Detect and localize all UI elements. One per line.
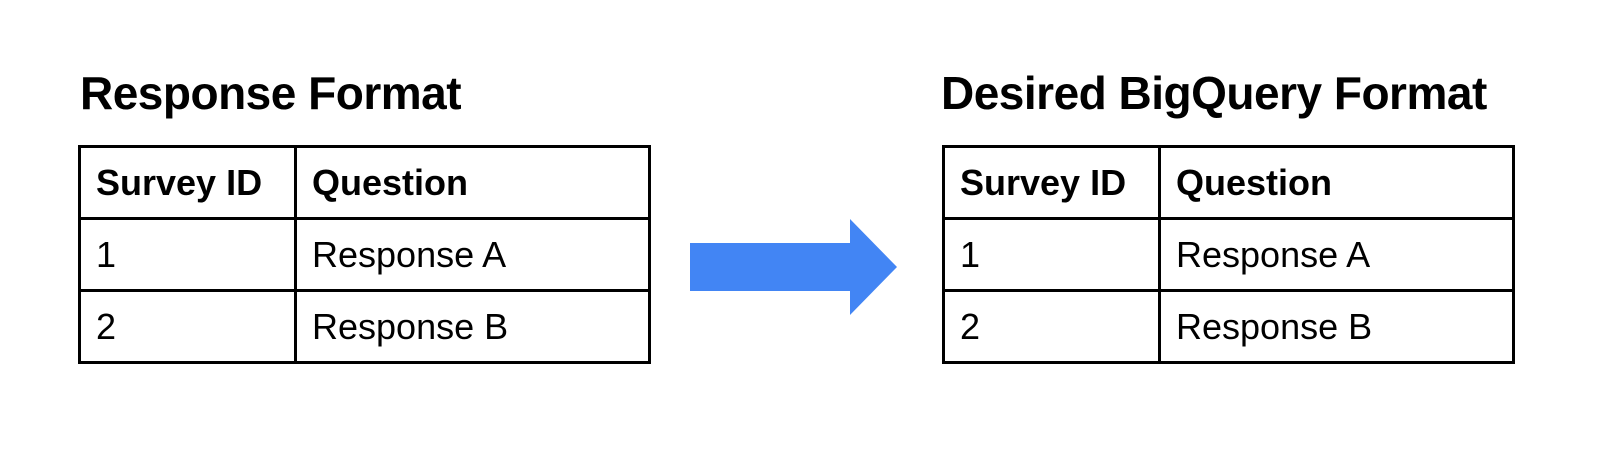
- table-header-row: Survey ID Question: [78, 145, 651, 220]
- table-row: 2 Response B: [942, 289, 1515, 364]
- table-header-row: Survey ID Question: [942, 145, 1515, 220]
- cell-survey-id: 1: [78, 217, 297, 292]
- response-format-table: Survey ID Question 1 Response A 2 Respon…: [78, 145, 651, 364]
- desired-bigquery-format-table: Survey ID Question 1 Response A 2 Respon…: [942, 145, 1515, 364]
- cell-question: Response B: [1158, 289, 1515, 364]
- cell-survey-id: 1: [942, 217, 1161, 292]
- cell-survey-id: 2: [942, 289, 1161, 364]
- cell-question: Response B: [294, 289, 651, 364]
- cell-question: Response A: [1158, 217, 1515, 292]
- column-header-question: Question: [294, 145, 651, 220]
- column-header-survey-id: Survey ID: [942, 145, 1161, 220]
- left-panel-title: Response Format: [80, 67, 462, 119]
- table-row: 1 Response A: [78, 217, 651, 292]
- cell-survey-id: 2: [78, 289, 297, 364]
- table-row: 2 Response B: [78, 289, 651, 364]
- table-row: 1 Response A: [942, 217, 1515, 292]
- cell-question: Response A: [294, 217, 651, 292]
- right-panel-title: Desired BigQuery Format: [941, 67, 1487, 119]
- column-header-survey-id: Survey ID: [78, 145, 297, 220]
- column-header-question: Question: [1158, 145, 1515, 220]
- right-arrow-icon: [690, 219, 897, 315]
- right-arrow-shape: [690, 219, 897, 315]
